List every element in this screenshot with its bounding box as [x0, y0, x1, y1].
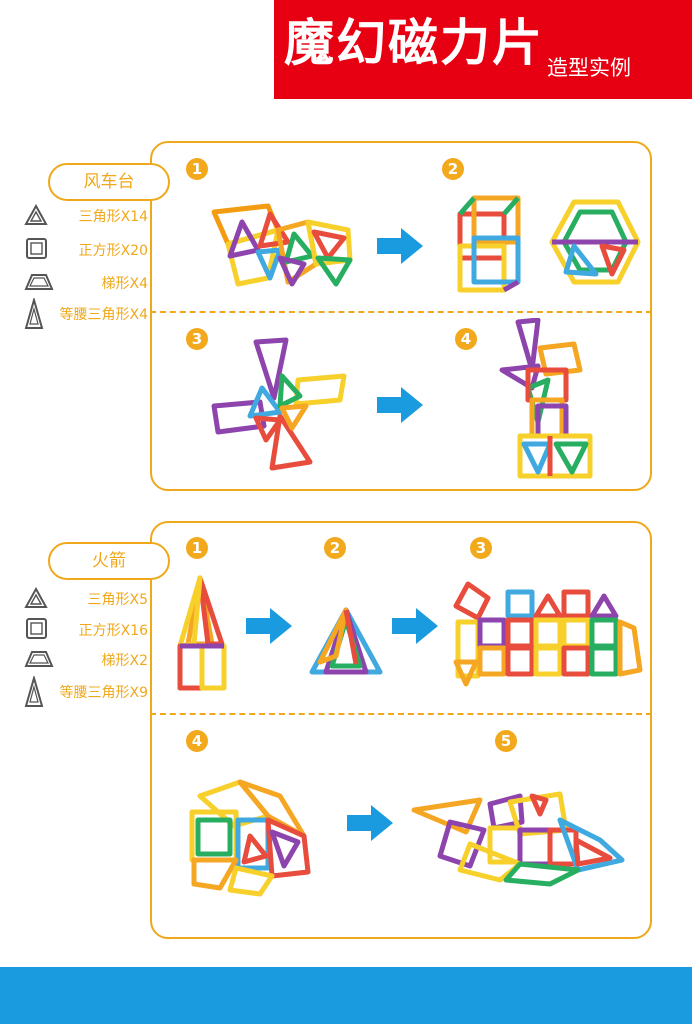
- section-2-panel: [150, 521, 652, 939]
- legend-row: 梯形X4: [24, 271, 148, 297]
- section-1-panel: [150, 141, 652, 491]
- isosceles-triangle-icon: [24, 676, 44, 707]
- triangle-icon: [24, 204, 48, 225]
- legend-row: 梯形X2: [24, 648, 148, 674]
- legend-label: 梯形X2: [101, 653, 149, 669]
- rocket-step-1-illustration: [177, 575, 227, 691]
- step-badge: 2: [324, 537, 346, 559]
- legend-row: 等腰三角形X4: [24, 298, 148, 330]
- square-icon: [26, 618, 47, 639]
- arrow-right-icon: [246, 608, 292, 644]
- step-badge: 2: [442, 158, 464, 180]
- section-2-name-pill: 火箭: [48, 542, 170, 580]
- rocket-step-2-illustration: [309, 607, 383, 675]
- windmill-step-4-illustration: [499, 318, 593, 479]
- trapezoid-icon: [24, 274, 54, 290]
- legend-row: 三角形X5: [24, 587, 148, 613]
- step-badge: 1: [186, 158, 208, 180]
- windmill-step-3-illustration: [211, 337, 347, 471]
- step-badge: 4: [455, 328, 477, 350]
- legend-label: 三角形X5: [87, 592, 149, 608]
- arrow-right-icon: [392, 608, 438, 644]
- arrow-right-icon: [377, 387, 423, 423]
- arrow-right-icon: [347, 805, 393, 841]
- square-icon: [26, 238, 47, 259]
- legend-label: 正方形X16: [78, 623, 148, 639]
- arrow-right-icon: [377, 228, 423, 264]
- legend-label: 正方形X20: [78, 243, 148, 259]
- step-badge: 1: [186, 537, 208, 559]
- legend-label: 三角形X14: [78, 209, 148, 225]
- section-2-divider: [150, 713, 652, 715]
- legend-row: 正方形X20: [24, 238, 148, 264]
- legend-row: 正方形X16: [24, 618, 148, 644]
- rocket-step-3-illustration: [453, 581, 643, 687]
- header-banner: 魔幻磁力片 造型实例: [274, 0, 692, 99]
- windmill-step-2-illustration: [457, 195, 641, 293]
- legend-label: 等腰三角形X9: [59, 685, 149, 701]
- legend-row: 三角形X14: [24, 204, 148, 230]
- isosceles-triangle-icon: [24, 298, 44, 329]
- legend-label: 等腰三角形X4: [59, 307, 149, 323]
- step-badge: 4: [186, 730, 208, 752]
- legend-label: 梯形X4: [101, 276, 149, 292]
- step-badge: 3: [470, 537, 492, 559]
- rocket-step-5-illustration: [411, 791, 625, 887]
- trapezoid-icon: [24, 651, 54, 667]
- section-1-name-pill: 风车台: [48, 163, 170, 201]
- windmill-step-1-illustration: [211, 203, 353, 287]
- step-badge: 3: [186, 328, 208, 350]
- legend-row: 等腰三角形X9: [24, 676, 148, 708]
- step-badge: 5: [495, 730, 517, 752]
- page-subtitle: 造型实例: [547, 56, 631, 80]
- section-1-divider: [150, 311, 652, 313]
- triangle-icon: [24, 587, 48, 608]
- rocket-step-4-illustration: [189, 779, 311, 897]
- footer-band: [0, 967, 692, 1024]
- page-title: 魔幻磁力片: [284, 14, 544, 72]
